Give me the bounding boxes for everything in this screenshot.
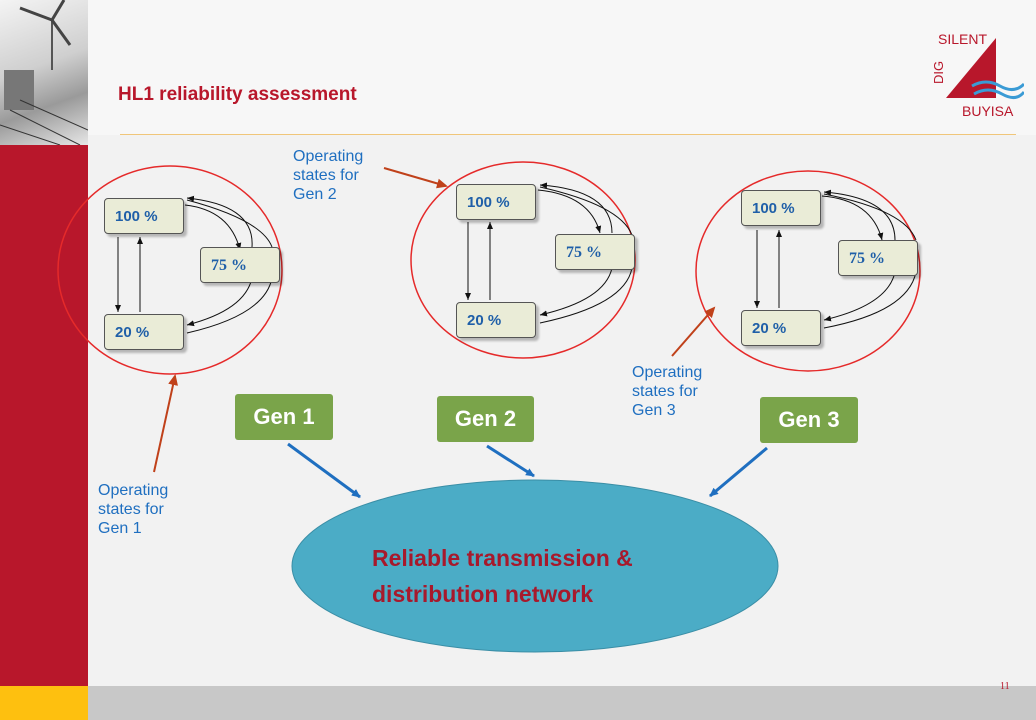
gen2-to-network-arrow xyxy=(486,444,535,478)
gen2-note: Operating states for Gen 2 xyxy=(293,148,364,203)
svg-text:SILENT: SILENT xyxy=(938,31,987,47)
state-label: 20 % xyxy=(752,320,787,337)
operating-states-ellipse-gen1 xyxy=(57,165,283,375)
state-label: 100 % xyxy=(115,208,158,225)
gen1-box: Gen 1 xyxy=(235,394,333,440)
gen3-note-pointer xyxy=(671,306,716,357)
svg-text:DIG: DIG xyxy=(931,61,946,84)
gen3-note: Operating states for Gen 3 xyxy=(632,364,703,419)
operating-states-ellipse-gen3 xyxy=(695,170,921,372)
title-divider xyxy=(120,134,1016,135)
svg-text:BUYISA: BUYISA xyxy=(962,103,1014,119)
network-label: Reliable transmission & distribution net… xyxy=(372,545,633,607)
state-100-gen3: 100 % xyxy=(741,190,821,226)
transition-arrows-gen3 xyxy=(754,189,917,329)
state-20-gen2: 20 % xyxy=(456,302,536,338)
operating-states-ellipse-gen2 xyxy=(410,161,636,359)
footer-bar xyxy=(88,686,1036,720)
state-label: 100 % xyxy=(752,200,795,217)
header-background xyxy=(88,0,1036,135)
gen1-to-network-arrow xyxy=(287,442,361,499)
state-label: 20 % xyxy=(115,324,150,341)
gen3-to-network-arrow xyxy=(709,446,768,498)
transition-arrows-gen1 xyxy=(115,195,273,334)
state-label: 75 % xyxy=(849,250,885,267)
transition-arrows-gen2 xyxy=(465,182,633,324)
gen3-box: Gen 3 xyxy=(760,397,858,443)
gen2-note-pointer xyxy=(383,167,448,189)
gen1-note: Operating states for Gen 1 xyxy=(98,482,169,537)
sidebar xyxy=(0,0,88,720)
state-75-gen1: 75 % xyxy=(200,247,280,283)
state-20-gen1: 20 % xyxy=(104,314,184,350)
sidebar-yellow-strip xyxy=(0,686,88,720)
state-100-gen1: 100 % xyxy=(104,198,184,234)
state-75-gen2: 75 % xyxy=(555,234,635,270)
state-100-gen2: 100 % xyxy=(456,184,536,220)
slide-title: HL1 reliability assessment xyxy=(118,84,357,105)
state-label: 100 % xyxy=(467,194,510,211)
state-20-gen3: 20 % xyxy=(741,310,821,346)
state-75-gen3: 75 % xyxy=(838,240,918,276)
silent-dig-buyisa-logo: SILENT DIG BUYISA xyxy=(924,28,1026,120)
state-label: 20 % xyxy=(467,312,502,329)
gen2-box: Gen 2 xyxy=(437,396,534,442)
wind-turbine-photo xyxy=(0,0,88,145)
network-ellipse xyxy=(291,479,779,653)
state-label: 75 % xyxy=(566,244,602,261)
gen1-note-pointer xyxy=(153,374,178,473)
page-number: 11 xyxy=(1000,681,1010,692)
state-label: 75 % xyxy=(211,257,247,274)
